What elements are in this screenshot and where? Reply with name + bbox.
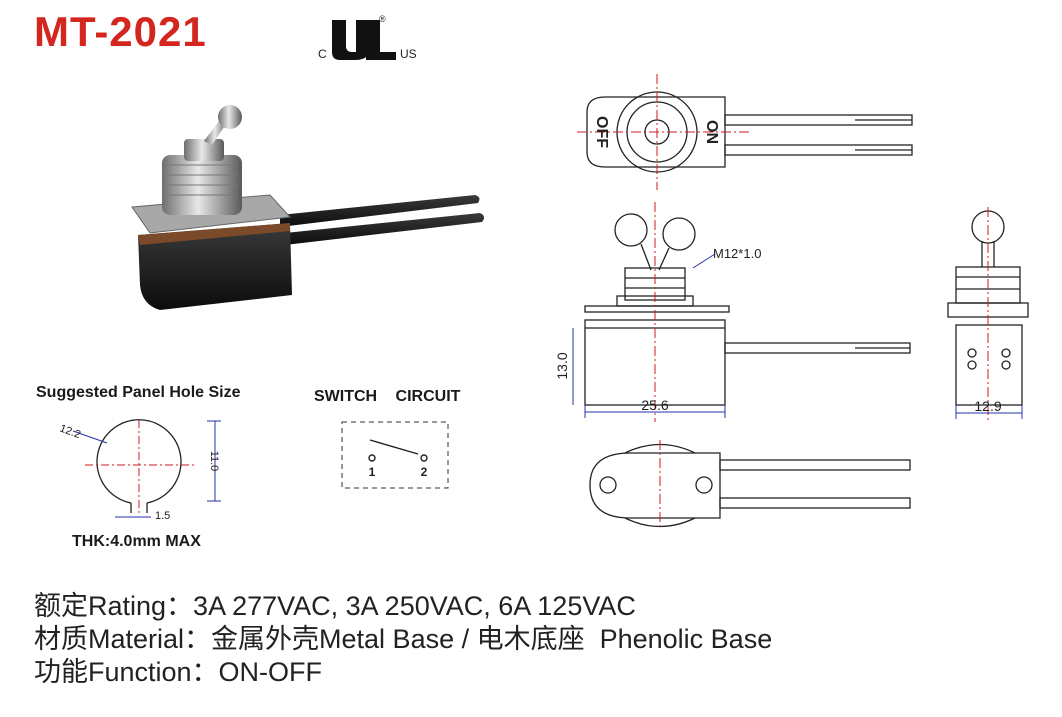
- product-photo: [131, 105, 485, 310]
- hole-dia-dim: 12.2: [58, 423, 82, 442]
- switch-circuit-diagram: 1 2: [341, 421, 449, 489]
- cert-c: C: [318, 47, 327, 61]
- on-label: ON: [703, 120, 720, 144]
- spec-material: 材质Material：金属外壳Metal Base / 电木底座 Phenoli…: [34, 624, 773, 654]
- side-view-drawing: 12.9: [947, 207, 1029, 420]
- culus-logo: C ® US: [318, 14, 417, 61]
- panel-hole-title: Suggested Panel Hole Size: [36, 384, 241, 401]
- top-view-drawing: OFF ON: [577, 74, 913, 190]
- thread-label: M12*1.0: [713, 246, 761, 261]
- cert-registered: ®: [379, 14, 386, 24]
- spec-function: 功能Function：ON-OFF: [34, 657, 323, 687]
- bottom-view-drawing: [589, 440, 911, 530]
- hole-height-dim: 11.0: [208, 451, 220, 472]
- height-dim: 13.0: [555, 352, 570, 379]
- front-view-drawing: M12*1.0 13.0 25.6: [555, 202, 911, 422]
- side-width-dim: 12.9: [974, 398, 1001, 414]
- terminal-2-label: 2: [421, 465, 428, 479]
- spec-rating: 额定Rating：3A 277VAC, 3A 250VAC, 6A 125VAC: [34, 591, 636, 621]
- off-label: OFF: [593, 116, 610, 148]
- panel-hole-drawing: 12.2 11.0 1.5: [58, 419, 221, 522]
- cert-us: US: [400, 47, 417, 61]
- switch-circuit-title: SWITCH CIRCUIT: [314, 388, 461, 405]
- thickness-note: THK:4.0mm MAX: [72, 533, 201, 550]
- notch-dim: 1.5: [155, 510, 170, 522]
- width-dim: 25.6: [641, 397, 668, 413]
- product-title: MT-2021: [34, 8, 207, 55]
- terminal-1-label: 1: [369, 465, 376, 479]
